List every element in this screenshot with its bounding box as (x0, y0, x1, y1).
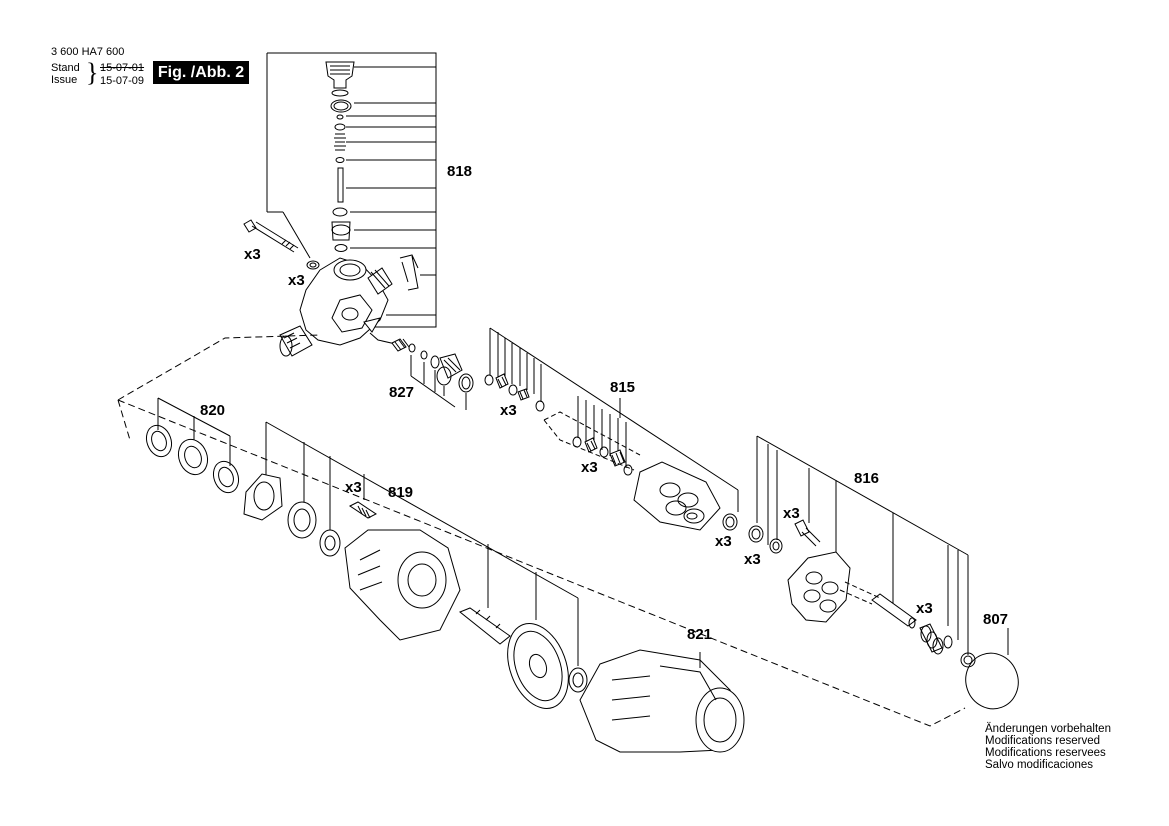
motor-821 (579, 649, 745, 753)
o-ring-807 (965, 628, 1019, 710)
gearbox-parts-819 (243, 473, 588, 709)
qty-washer: x3 (288, 272, 305, 289)
bolt-icon (243, 219, 299, 253)
qty-seal-a: x3 (715, 533, 732, 550)
notice-line-en: Modifications reserved (985, 735, 1101, 747)
callout-807: 807 (983, 611, 1008, 628)
bracket-819 (265, 421, 579, 666)
dashed-assembly-axis (117, 334, 966, 727)
notice-line-fr: Modifications reservees (985, 747, 1106, 759)
bracket-816 (756, 435, 969, 655)
valve-stack (306, 61, 355, 270)
pump-parts-816 (748, 519, 976, 668)
qty-motor-screw: x3 (345, 479, 362, 496)
qty-screw-816: x3 (783, 505, 800, 522)
callout-816: 816 (854, 470, 879, 487)
stand-date: 15-07-01 (100, 62, 145, 74)
callout-815: 815 (610, 379, 635, 396)
modification-notice: Änderungen vorbehalten Modifications res… (985, 723, 1111, 771)
brace-icon: } (86, 58, 99, 87)
bracket-820 (157, 397, 231, 466)
bracket-818 (266, 52, 437, 328)
callout-819: 819 (388, 484, 413, 501)
issue-date: 15-07-09 (100, 75, 145, 87)
stand-label: Stand (51, 62, 80, 74)
document-number: 3 600 HA7 600 (51, 46, 125, 58)
pump-manifold-815 (543, 411, 738, 531)
callout-821: 821 (687, 626, 712, 643)
qty-seal-b: x3 (744, 551, 761, 568)
callout-820: 820 (200, 402, 225, 419)
figure-label: Fig. /Abb. 2 (153, 61, 249, 84)
callout-827: 827 (389, 384, 414, 401)
bearing-set-820 (145, 424, 240, 494)
pump-head-housing (279, 254, 419, 357)
qty-piston-816: x3 (916, 600, 933, 617)
issue-label: Issue (51, 74, 78, 86)
notice-line-de: Änderungen vorbehalten (985, 723, 1111, 735)
notice-line-es: Salvo modificaciones (985, 759, 1094, 771)
bracket-815 (489, 327, 739, 512)
qty-valve-lower: x3 (581, 459, 598, 476)
callout-818: 818 (447, 163, 472, 180)
group-827-parts (369, 332, 474, 410)
qty-valve-upper: x3 (500, 402, 517, 419)
qty-bolt: x3 (244, 246, 261, 263)
